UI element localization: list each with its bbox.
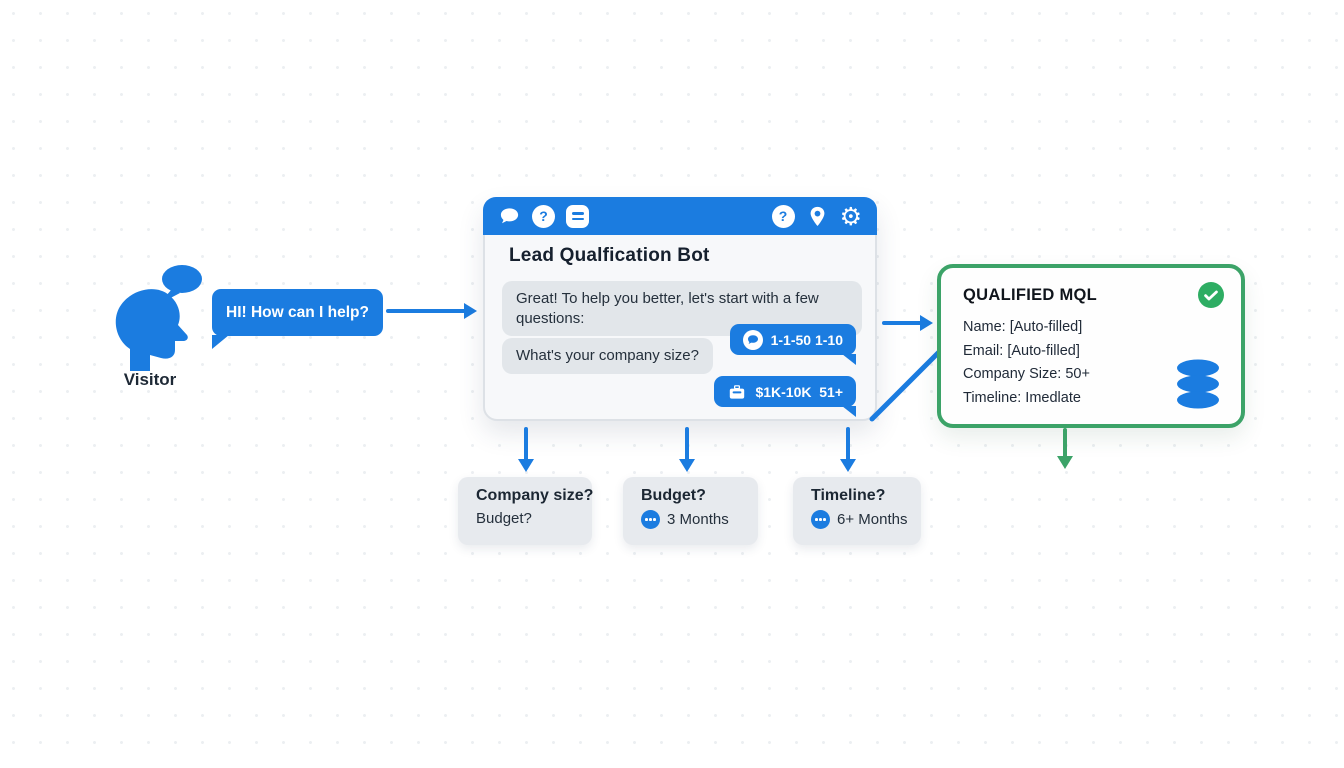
branch-subtitle: 6+ Months: [837, 511, 908, 528]
check-icon: [1198, 282, 1224, 308]
qualified-card-fields: Name: [Auto-filled] Email: [Auto-filled]…: [963, 316, 1090, 411]
bot-message: Great! To help you better, let's start w…: [502, 281, 862, 336]
branch-budget: Budget? 3 Months: [623, 477, 758, 545]
branch-subtitle: 3 Months: [667, 511, 729, 528]
branch-title: Company size?: [476, 487, 594, 504]
arrow-chat-to-qualified: [882, 315, 933, 331]
branch-title: Timeline?: [811, 487, 886, 504]
briefcase-icon: [730, 384, 745, 399]
arrow-chat-to-company-size: [518, 427, 534, 472]
chatbot-window: ? ? ⚙ Lead Qualfication Bot Great! To he…: [483, 197, 877, 421]
branch-company-size: Company size? Budget?: [458, 477, 594, 545]
field-name: Name: [Auto-filled]: [963, 319, 1083, 335]
arrow-chat-to-budget: [679, 427, 695, 472]
branch-title: Budget?: [641, 487, 706, 504]
visitor-person-icon: [115, 265, 202, 371]
qualified-mql-card: QUALIFIED MQL Name: [Auto-filled] Email:…: [937, 264, 1245, 428]
qualified-card-title: QUALIFIED MQL: [963, 286, 1098, 304]
quick-reply-label: 1-1-50 1-10: [770, 331, 843, 348]
chat-badge-icon: [742, 329, 763, 350]
menu-icon[interactable]: [566, 204, 589, 228]
branch-subtitle: Budget?: [476, 510, 532, 527]
quick-reply-company-size[interactable]: 1-1-50 1-10: [729, 324, 857, 365]
quick-reply-label: $1K-10K 51+: [755, 383, 843, 400]
chatbot-title: Lead Qualfication Bot: [509, 245, 710, 266]
visitor-label: Visitor: [123, 370, 177, 389]
help-icon[interactable]: ?: [771, 204, 795, 228]
branch-timeline: Timeline? 6+ Months: [793, 477, 921, 545]
arrow-chat-to-timeline: [840, 427, 856, 472]
bot-message: What's your company size?: [502, 338, 713, 374]
chatbot-header: ? ? ⚙: [483, 197, 877, 235]
field-email: Email: [Auto-filled]: [963, 342, 1080, 359]
settings-icon[interactable]: ⚙: [839, 201, 862, 231]
arrow-qualified-down: [1057, 428, 1073, 469]
visitor-message-bubble: HI! How can I help?: [212, 289, 383, 349]
chat-bubble-icon[interactable]: [498, 205, 521, 228]
chat-badge-icon: [641, 510, 660, 529]
chat-badge-icon: [811, 510, 830, 529]
field-company-size: Company Size: 50+: [963, 366, 1090, 383]
help-icon[interactable]: ?: [532, 204, 555, 228]
visitor-message-text: HI! How can I help?: [226, 303, 369, 321]
database-icon: [1177, 359, 1219, 409]
field-timeline: Timeline: Imedlate: [963, 390, 1081, 407]
quick-reply-budget[interactable]: $1K-10K 51+: [714, 376, 856, 417]
arrow-visitor-to-chat: [386, 303, 477, 319]
header-right-icons: ? ⚙: [771, 201, 862, 231]
pin-icon[interactable]: [806, 205, 829, 228]
